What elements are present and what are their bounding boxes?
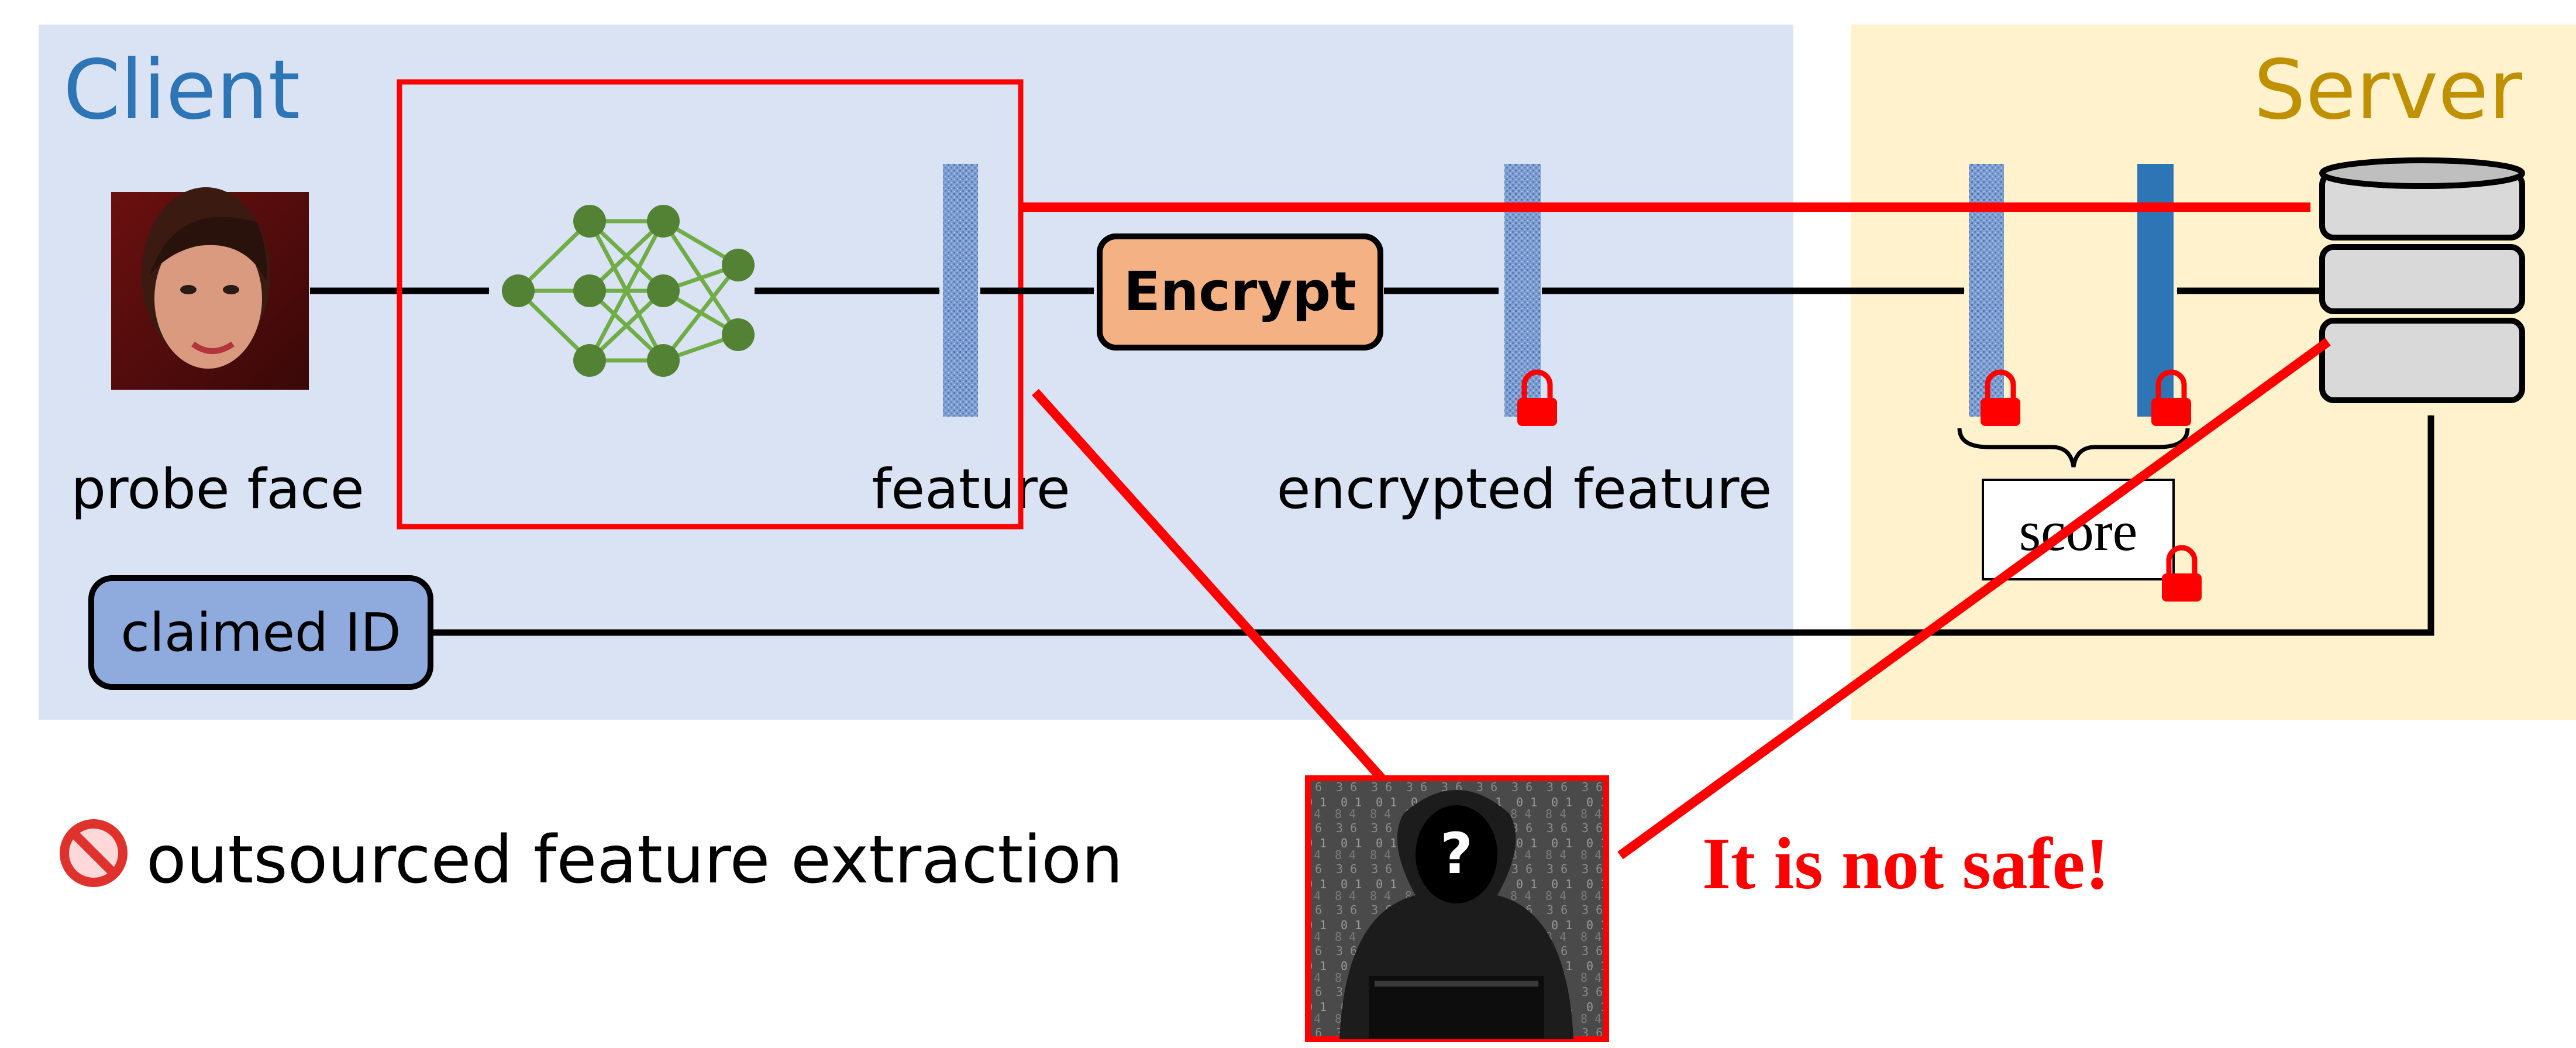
prohibited-icon — [60, 819, 128, 887]
svg-text:?: ? — [1440, 821, 1473, 886]
arrow-claimed-id-to-database — [433, 415, 2434, 636]
warning-text: It is not safe! — [1702, 823, 2109, 905]
claimed-id-box — [88, 575, 433, 690]
client-title: Client — [63, 43, 300, 138]
hacker-icon: ? — [1305, 775, 1609, 1042]
encrypted-feature-vector — [1504, 164, 1541, 417]
attack-arrow-database-to-attacker — [1617, 338, 2331, 860]
enrolled-feature — [2137, 164, 2174, 417]
outsourced-label: outsourced feature extraction — [146, 822, 1123, 898]
score-box — [1982, 479, 2175, 580]
database-icon — [2319, 157, 2525, 403]
score-brace — [1957, 428, 2190, 468]
feature-label: feature — [872, 458, 1070, 521]
attack-arrow-attacker-to-feature — [1032, 389, 1385, 782]
encrypt-box — [1097, 233, 1383, 351]
encrypt-label: Encrypt — [1124, 260, 1356, 323]
feature-vector — [943, 164, 978, 417]
encrypted-feature-label: encrypted feature — [1277, 458, 1772, 521]
face-photo — [111, 187, 309, 390]
claimed-id-label: claimed ID — [120, 602, 401, 664]
server-title: Server — [2254, 43, 2523, 138]
neural-network-icon — [502, 205, 755, 377]
outsourced-extraction-box — [397, 79, 1024, 530]
probe-face-label: probe face — [71, 458, 364, 521]
